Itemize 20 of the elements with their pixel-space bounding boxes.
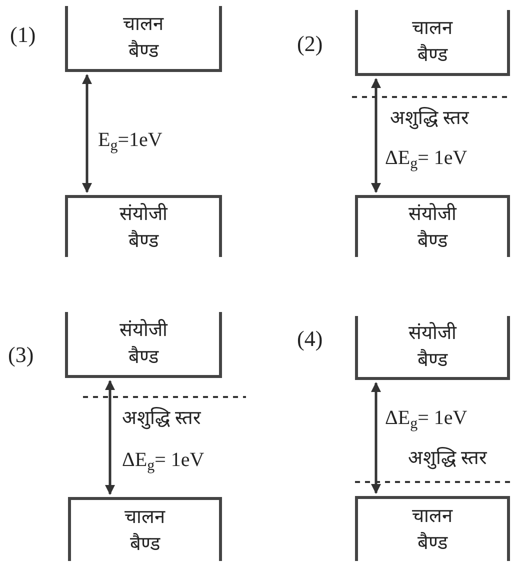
- energy-band: [65, 312, 222, 378]
- band-name: चालन बैण्ड: [122, 12, 165, 64]
- energy-band: [355, 10, 510, 76]
- energy-band: [355, 316, 510, 380]
- band-name: संयोजी बैण्ड: [408, 202, 458, 254]
- energy-band: [65, 195, 222, 257]
- band-name: चालन बैण्ड: [411, 16, 454, 68]
- double-arrow: [82, 74, 92, 193]
- band-name: चालन बैण्ड: [411, 505, 454, 556]
- double-arrow: [105, 380, 115, 495]
- double-arrow: [371, 382, 381, 494]
- energy-band: [65, 6, 222, 72]
- energy-band: [355, 496, 510, 561]
- band-name: चालन बैण्ड: [124, 506, 166, 556]
- band-name: संयोजी बैण्ड: [118, 318, 169, 370]
- energy-band: [355, 195, 510, 257]
- double-arrow: [371, 78, 381, 193]
- energy-band: [68, 497, 222, 561]
- band-name: संयोजी बैण्ड: [118, 202, 169, 254]
- band-name: संयोजी बैण्ड: [408, 321, 458, 372]
